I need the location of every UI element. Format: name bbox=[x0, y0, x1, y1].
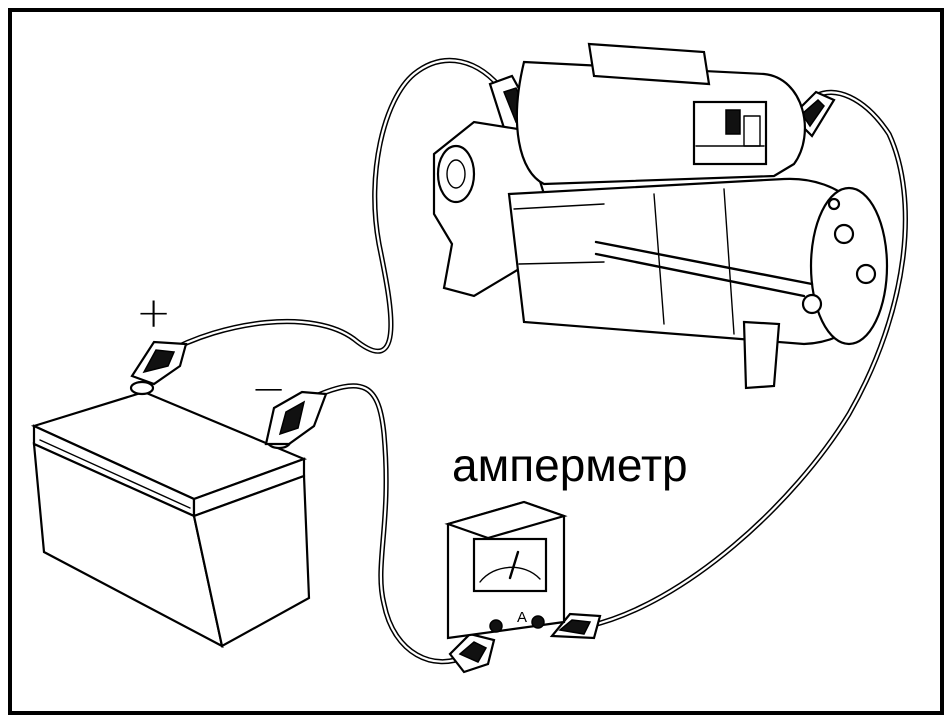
diagram-frame: амперметр + − A bbox=[8, 8, 944, 715]
starter-motor bbox=[432, 42, 889, 390]
clip-positive bbox=[130, 340, 188, 386]
ammeter bbox=[444, 500, 568, 640]
positive-terminal bbox=[129, 380, 155, 396]
positive-sign: + bbox=[136, 288, 172, 337]
ammeter-dial bbox=[472, 537, 548, 593]
ammeter-unit-letter: A bbox=[517, 609, 528, 626]
battery bbox=[30, 380, 311, 649]
negative-sign: − bbox=[251, 364, 287, 413]
clip-ammeter-left bbox=[448, 632, 496, 674]
ammeter-terminal-left bbox=[489, 619, 503, 633]
starter-test-diagram bbox=[30, 42, 908, 674]
ammeter-needle bbox=[508, 550, 520, 580]
wires bbox=[161, 57, 908, 665]
clip-negative bbox=[264, 390, 328, 446]
ammeter-terminal-right bbox=[531, 615, 545, 629]
ammeter-label: амперметр bbox=[452, 439, 688, 491]
